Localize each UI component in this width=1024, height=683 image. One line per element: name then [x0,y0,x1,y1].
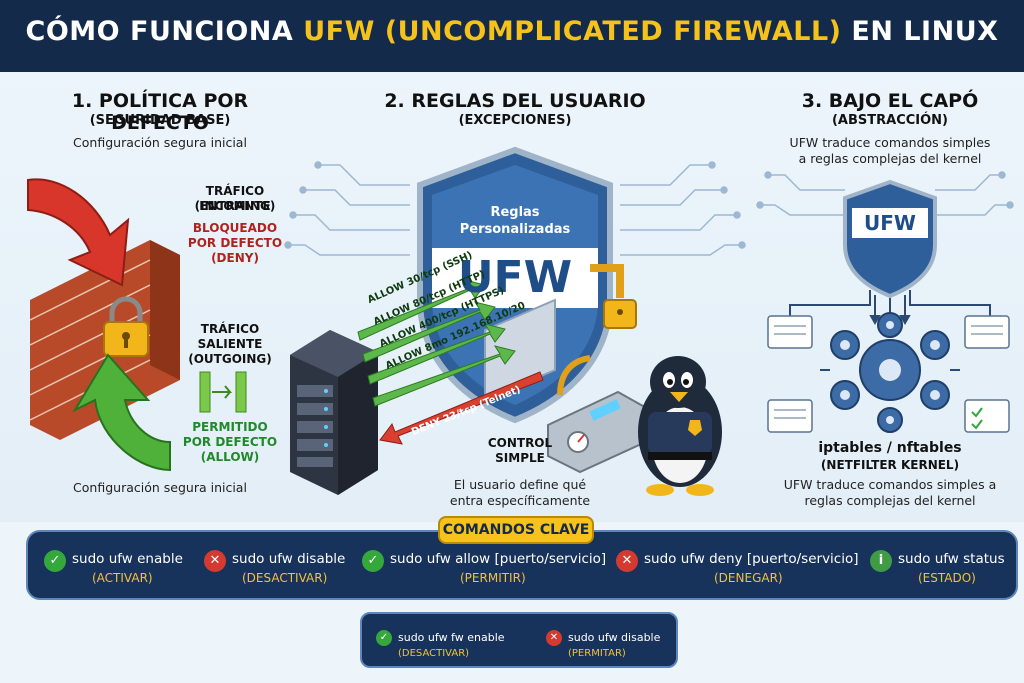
info-icon: i [870,550,892,572]
outgoing-label-1: TRÁFICO [200,322,260,336]
section3-caption-bottom-2: reglas complejas del kernel [804,493,976,508]
incoming-status-3: (DENY) [211,251,259,265]
section3-caption-bottom-1: UFW traduce comandos simples a [783,477,997,492]
title-accent: UFW (UNCOMPLICATED FIREWALL) [303,16,842,47]
page-title: CÓMO FUNCIONA UFW (UNCOMPLICATED FIREWAL… [0,16,1024,47]
kernel-label: iptables / nftables [818,440,962,456]
tux-penguin-icon [638,356,722,496]
cross-icon: ✕ [204,550,226,572]
incoming-sub: (INCOMING) [194,199,276,213]
command-text: sudo ufw allow [puerto/servicio] [390,551,607,567]
command-desc: (PERMITAR) [568,648,626,659]
section3-title: 3. BAJO EL CAPÓ [801,90,979,112]
cross-icon: ✕ [616,550,638,572]
section1-subtitle: (SEGURIDAD BASE) [89,113,231,128]
mini-commands-panel [360,612,678,668]
command-text: sudo ufw disable [232,551,346,567]
rule-card-icons [767,315,1010,433]
outgoing-status-2: POR DEFECTO [182,435,278,449]
section1-caption-bottom: Configuración segura inicial [73,480,247,495]
command-text: sudo ufw enable [72,551,183,567]
command-desc: (DENEGAR) [714,571,783,585]
kernel-sub: (NETFILTER KERNEL) [820,458,960,472]
ufw-shield-small [843,179,937,299]
section3-caption-top-1: UFW traduce comandos simples [789,135,991,150]
control-label-1: CONTROL [487,436,553,450]
check-icon: ✓ [44,550,66,572]
incoming-status-1: BLOQUEADO [192,221,278,235]
padlock-icon [103,296,149,357]
deny-arrow-icon [27,178,130,287]
cross-icon: ✕ [546,630,562,646]
server-rack-icon [290,330,378,495]
title-suffix: EN LINUX [841,16,999,47]
section2-subtitle: (EXCEPCIONES) [458,113,572,128]
section2-caption-2: entra específicamente [449,493,591,508]
header-bar: CÓMO FUNCIONA UFW (UNCOMPLICATED FIREWAL… [0,0,1024,72]
section1-caption-top: Configuración segura inicial [73,135,247,150]
section2-caption-1: El usuario define qué [453,477,587,492]
ufw-shield [417,146,613,424]
command-text: sudo ufw fw enable [398,631,505,644]
incoming-status-2: POR DEFECTO [187,236,283,250]
commands-title: COMANDOS CLAVE [438,516,594,544]
pipe-connector [590,264,637,329]
allow-rule-arrows [357,279,516,407]
incoming-label: TRÁFICO ENTRANTE [199,184,271,213]
check-icon: ✓ [376,630,392,646]
shield-ufw-label: UFW [457,252,573,303]
gear-cluster-icon [830,312,950,433]
outgoing-label-2: SALIENTE [197,337,263,351]
shield-caption-2: Personalizadas [459,222,571,237]
deny-rule-arrow [379,371,544,445]
command-desc: (DESACTIVAR) [242,571,328,585]
command-desc: (DESACTIVAR) [398,648,470,659]
outgoing-sub: (OUTGOING) [188,352,272,366]
command-desc: (ESTADO) [918,571,976,585]
command-text: sudo ufw status [898,551,1005,567]
shield-caption-1: Reglas [490,205,540,220]
section3-subtitle: (ABSTRACCIÓN) [831,113,948,128]
outgoing-status-1: PERMITIDO [192,420,268,434]
small-shield-ufw-label: UFW [864,211,916,235]
circuit-traces [284,161,1014,256]
section3-caption-top-2: a reglas complejas del kernel [798,151,982,166]
control-label-2: SIMPLE [495,451,545,465]
section2-title: 2. REGLAS DEL USUARIO [384,90,646,112]
command-text: sudo ufw disable [568,631,661,644]
check-icon: ✓ [362,550,384,572]
command-desc: (ACTIVAR) [92,571,153,585]
section1-title: 1. POLÍTICA POR DEFECTO [71,90,249,134]
title-prefix: CÓMO FUNCIONA [25,16,304,47]
command-text: sudo ufw deny [puerto/servicio] [644,551,859,567]
gateway-icon [199,371,247,413]
command-desc: (PERMITIR) [460,571,526,585]
allow-arrow-icon [72,353,171,472]
outgoing-status-3: (ALLOW) [200,450,260,464]
gear-hubs [840,321,940,424]
